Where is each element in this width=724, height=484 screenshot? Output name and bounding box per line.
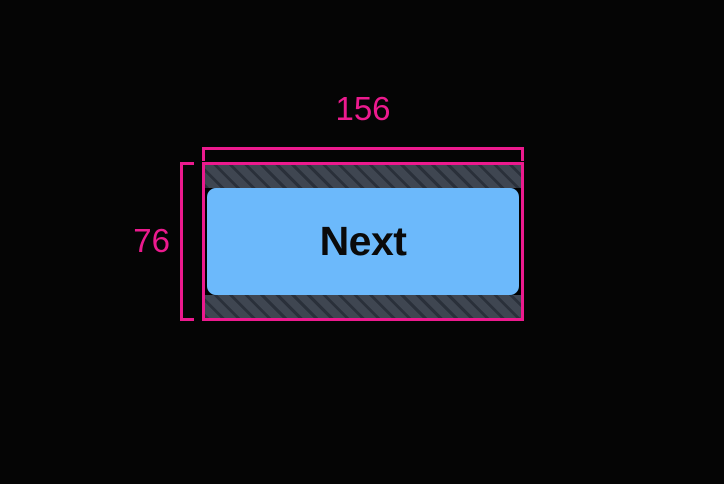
padding-band-bottom [205, 295, 521, 318]
padding-band-top [205, 165, 521, 188]
next-button[interactable]: Next [207, 188, 519, 295]
height-dimension-label: 76 [133, 222, 170, 259]
next-button-label: Next [319, 218, 407, 264]
width-dimension-bracket [202, 147, 524, 161]
width-dimension-label: 156 [335, 90, 391, 127]
height-dimension-bracket [180, 162, 194, 321]
element-bounds-overlay[interactable]: Next [202, 162, 524, 321]
